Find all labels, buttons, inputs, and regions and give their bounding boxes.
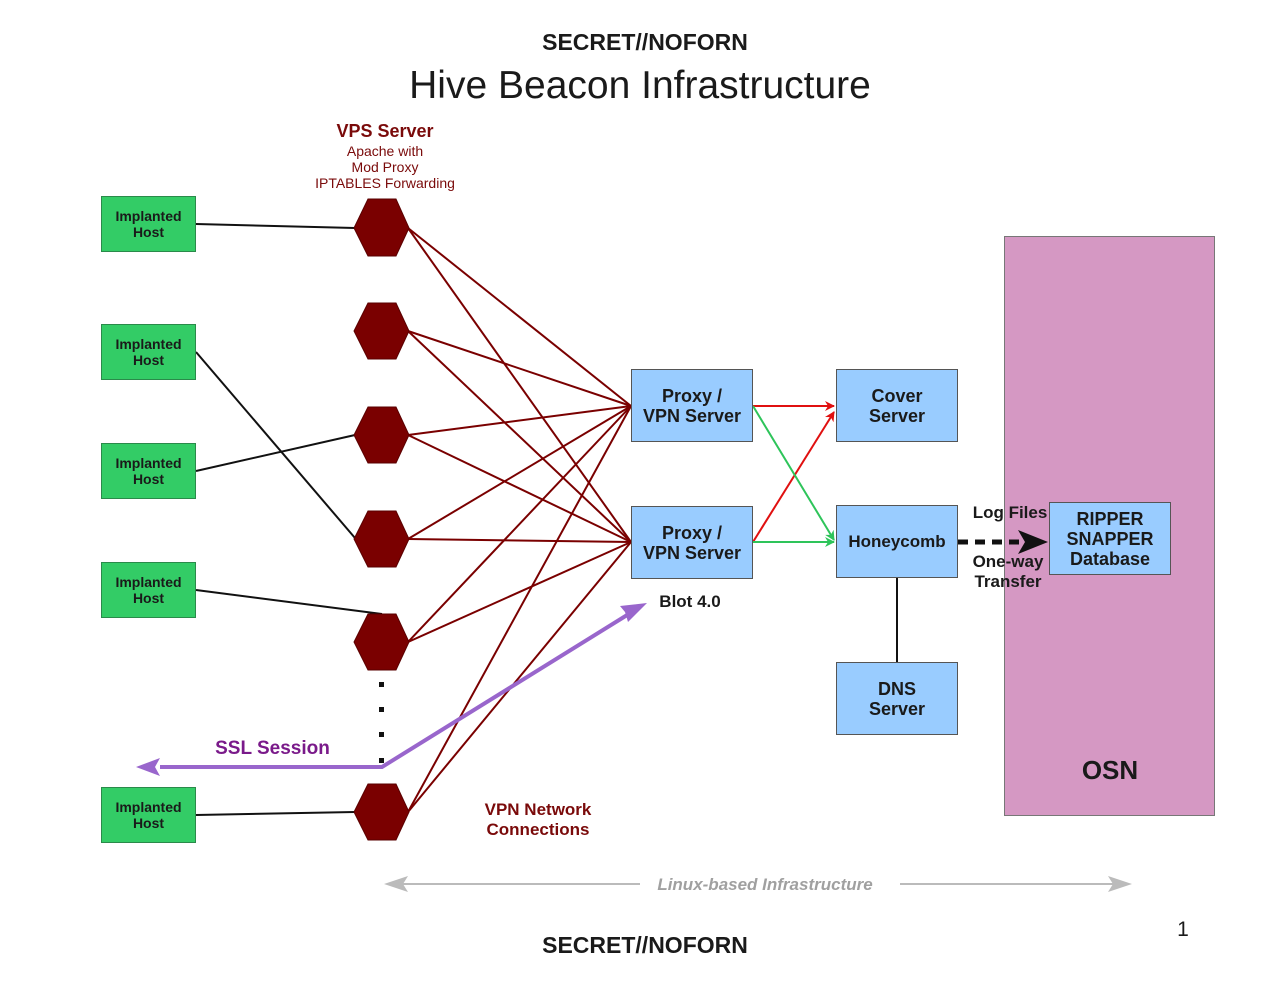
vps-server-subtitle: Apache with Mod Proxy IPTABLES Forwardin…: [290, 143, 480, 191]
red-arrow: [752, 411, 835, 543]
host-link: [195, 589, 383, 615]
vpn-line: [407, 541, 632, 813]
ssl-session-arrow: [136, 603, 647, 776]
honeycomb-label: Honeycomb: [848, 531, 946, 551]
ripper-snapper-database: RIPPER SNAPPER Database: [1049, 502, 1171, 575]
vps-server-hexagon: [353, 302, 410, 360]
ripper-label-line: RIPPER: [1076, 508, 1144, 529]
implanted-host: Implanted Host: [101, 787, 196, 843]
implanted-host: Implanted Host: [101, 562, 196, 618]
vps-server-hexagon: [353, 510, 410, 568]
proxy-vpn-server: Proxy /VPN Server: [631, 506, 753, 579]
vps-subtitle-line: Mod Proxy: [351, 159, 419, 175]
one-way-line: One-way: [972, 552, 1044, 571]
dns-label-line: DNS: [877, 678, 916, 699]
vpn-line: [407, 405, 632, 813]
implanted-host-label: Implanted Host: [115, 574, 182, 606]
vps-server-hexagon: [353, 613, 410, 671]
vpn-line: [407, 227, 632, 407]
vpn-line: [407, 227, 632, 543]
vps-server-hexagon: [353, 198, 410, 257]
implanted-host-label: Implanted Host: [115, 455, 182, 487]
proxy-label-line: VPN Server: [642, 405, 742, 426]
vps-server-hexagon: [353, 406, 410, 464]
implanted-host: Implanted Host: [101, 196, 196, 252]
host-link: [195, 811, 356, 816]
vpn-network-lines: [407, 227, 632, 813]
proxy-label-line: Proxy /: [661, 522, 723, 543]
one-way-line: Transfer: [974, 572, 1042, 591]
proxy-vpn-server: Proxy /VPN Server: [631, 369, 753, 442]
vps-subtitle-line: Apache with: [346, 143, 424, 159]
ellipsis-dots: [379, 682, 384, 763]
vpn-line: [407, 405, 632, 540]
implanted-host-label: Implanted Host: [115, 799, 182, 831]
dot: [379, 758, 384, 763]
linux-infrastructure-arrow: [384, 876, 1132, 892]
implanted-host: Implanted Host: [101, 443, 196, 499]
one-way-transfer-arrow: [958, 530, 1048, 554]
ripper-label-line: SNAPPER: [1066, 528, 1154, 549]
implanted-host: Implanted Host: [101, 324, 196, 380]
green-arrow: [752, 405, 835, 541]
page-title: Hive Beacon Infrastructure: [409, 64, 871, 107]
linux-infrastructure-label: Linux-based Infrastructure: [657, 875, 873, 894]
dot: [379, 732, 384, 737]
vps-subtitle-line: IPTABLES Forwarding: [315, 175, 455, 191]
dot: [379, 707, 384, 712]
one-way-transfer-label: One-way Transfer: [963, 552, 1053, 592]
blot-label: Blot 4.0: [659, 592, 721, 611]
honeycomb-server: Honeycomb: [836, 505, 958, 578]
page-number: 1: [1177, 918, 1189, 941]
vpn-line: [407, 405, 632, 643]
vpn-network-connections-label: VPN Network Connections: [460, 800, 616, 840]
cover-label-line: Server: [868, 405, 926, 426]
vps-server-title: VPS Server: [336, 121, 434, 141]
osn-label: OSN: [1081, 755, 1139, 785]
ripper-label-line: Database: [1069, 548, 1151, 569]
vpn-line: [407, 405, 632, 436]
cover-label-line: Cover: [871, 385, 923, 406]
log-files-label: Log Files: [972, 503, 1048, 522]
implanted-host-label: Implanted Host: [115, 336, 182, 368]
vpn-label-line: Connections: [486, 820, 590, 839]
vpn-label-line: VPN Network: [484, 800, 592, 819]
vpn-line: [407, 541, 632, 643]
host-link: [195, 223, 356, 229]
vpn-line: [407, 538, 632, 543]
ssl-session-label: SSL Session: [215, 738, 330, 759]
proxy-label-line: VPN Server: [642, 542, 742, 563]
dot: [379, 682, 384, 687]
dns-label-line: Server: [868, 698, 926, 719]
host-link: [195, 351, 356, 539]
vpn-line: [407, 434, 632, 543]
host-link: [195, 434, 356, 472]
vps-server-hexagon: [353, 783, 410, 841]
proxy-label-line: Proxy /: [661, 385, 723, 406]
implanted-host-label: Implanted Host: [115, 208, 182, 240]
vpn-line: [407, 330, 632, 407]
vpn-line: [407, 330, 632, 543]
classification-top: SECRET//NOFORN: [542, 29, 748, 55]
classification-bottom: SECRET//NOFORN: [542, 932, 748, 958]
